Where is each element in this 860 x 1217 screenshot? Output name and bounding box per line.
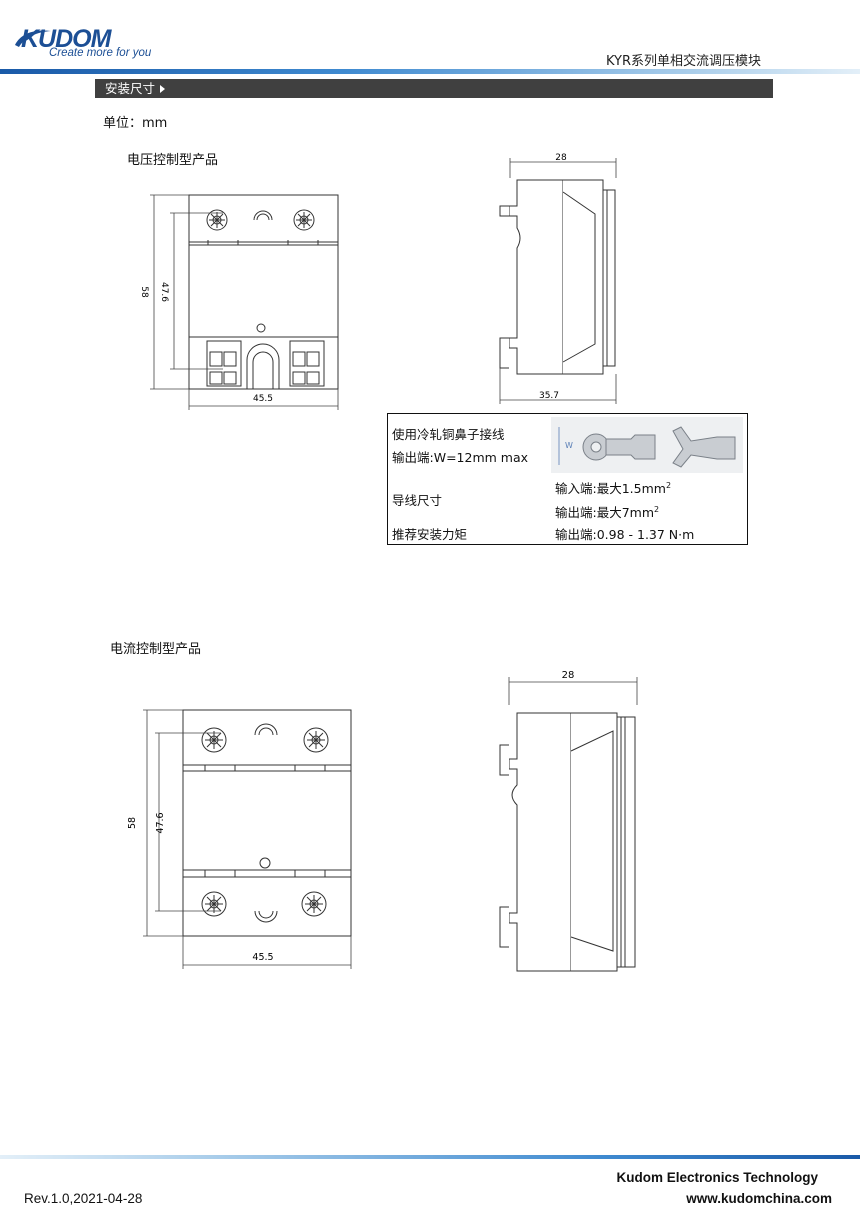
dim-depth: 28 bbox=[562, 670, 575, 681]
dim-depth: 28 bbox=[555, 153, 567, 163]
brand-tagline: Create more for you bbox=[49, 47, 152, 59]
header-rule bbox=[0, 69, 860, 74]
document-title: KYR系列单相交流调压模块 bbox=[605, 54, 761, 69]
spec-torque-label: 推荐安装力矩 bbox=[392, 526, 468, 542]
current-side-view: 28 bbox=[499, 670, 638, 972]
current-product-label: 电流控制型产品 bbox=[110, 642, 202, 657]
unit-label: 单位：mm bbox=[103, 116, 168, 131]
footer-rule bbox=[0, 1155, 860, 1159]
caret-right-icon bbox=[160, 85, 166, 93]
dim-hole-pitch: 47.6 bbox=[159, 282, 169, 302]
wiring-spec-table: 使用冷轧铜鼻子接线 输出端:W=12mm max W 导线尺寸 bbox=[387, 413, 748, 545]
section-title-bar: 安装尺寸 bbox=[95, 79, 773, 98]
footer-website: www.kudomchina.com bbox=[686, 1191, 832, 1206]
voltage-product-label: 电压控制型产品 bbox=[127, 153, 219, 168]
section-title: 安装尺寸 bbox=[105, 81, 156, 96]
spec-wire-input: 输入端:最大1.5mm2 bbox=[555, 480, 672, 496]
brand-name: KUDOM bbox=[21, 25, 111, 53]
spec-torque-value: 输出端:0.98 - 1.37 N·m bbox=[555, 526, 695, 542]
dim-height: 58 bbox=[139, 286, 149, 298]
spec-wire-label: 导线尺寸 bbox=[392, 493, 443, 508]
dim-width: 45.5 bbox=[252, 952, 273, 963]
spec-terminal-label-2: 输出端:W=12mm max bbox=[392, 450, 529, 466]
dim-width: 45.5 bbox=[253, 394, 273, 404]
current-front-view: 58 47.6 45.5 bbox=[127, 709, 352, 969]
logo-swoosh-icon bbox=[15, 30, 51, 47]
dim-height: 58 bbox=[127, 817, 138, 829]
spec-row-terminal: 使用冷轧铜鼻子接线 输出端:W=12mm max bbox=[388, 414, 548, 477]
dim-hole-pitch: 47.6 bbox=[155, 812, 166, 833]
dim-depth-total: 35.7 bbox=[539, 391, 559, 401]
spec-wire-output: 输出端:最大7mm2 bbox=[555, 504, 660, 520]
brand-logo: KUDOM Create more for you bbox=[13, 27, 153, 59]
footer-revision: Rev.1.0,2021-04-28 bbox=[24, 1191, 143, 1206]
voltage-front-view: 58 47.6 45.5 bbox=[139, 194, 339, 410]
spec-terminal-label-1: 使用冷轧铜鼻子接线 bbox=[392, 427, 505, 443]
lug-width-mark: W bbox=[565, 441, 573, 450]
lug-terminal-illustration: W bbox=[551, 417, 743, 474]
footer-company: Kudom Electronics Technology bbox=[616, 1170, 818, 1185]
voltage-side-view: 28 35.7 bbox=[499, 153, 617, 404]
